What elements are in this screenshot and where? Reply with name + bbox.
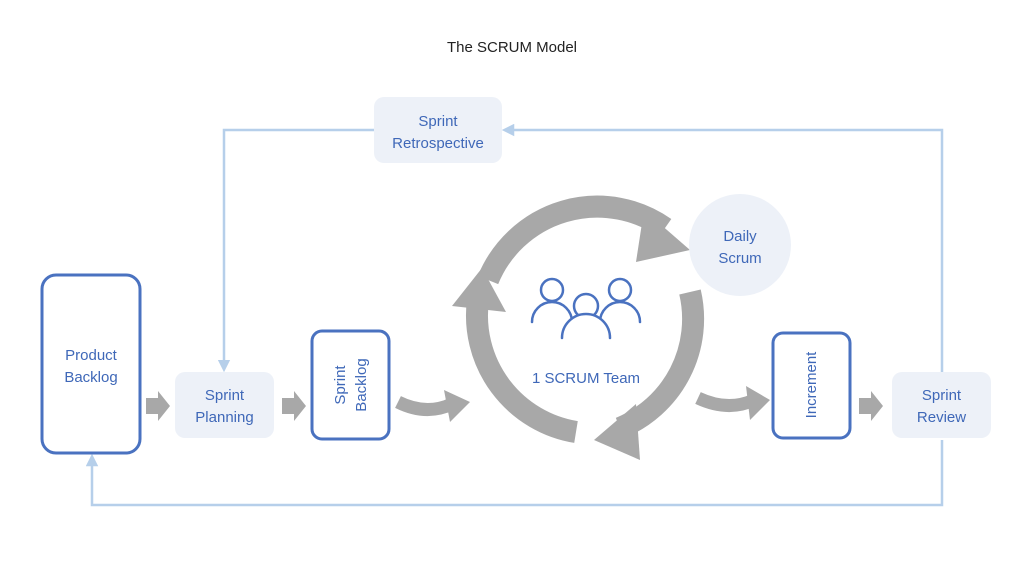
product-backlog-label-line2: Backlog [64,369,117,386]
sprint-planning-label-line2: Planning [195,409,253,426]
sprint-review-label-line1: Sprint [922,387,962,404]
sprint-retrospective-label-line2: Retrospective [392,135,484,152]
cycle-arrows-icon [452,195,705,460]
sprint-planning-node: Sprint Planning [175,372,274,438]
review-to-retrospective-line [501,123,944,372]
sprint-backlog-node: Sprint Backlog [310,329,391,441]
scrum-team-label: 1 SCRUM Team [532,370,640,387]
product-backlog-label-line1: Product [65,347,118,364]
sprint-retrospective-node: Sprint Retrospective [374,97,502,163]
team-icon [530,277,642,340]
daily-scrum-label-line1: Daily [723,228,757,245]
product-backlog-node: Product Backlog [40,273,142,455]
arrow-cycle-to-increment [695,386,770,420]
sprint-review-label-line2: Review [917,409,966,426]
sprint-backlog-label-line2: Backlog [353,358,370,411]
sprint-backlog-label-line1: Sprint [332,365,349,405]
sprint-retrospective-label-line1: Sprint [418,113,458,130]
increment-label: Increment [803,351,820,419]
arrow-planning-to-sprint-backlog [282,391,306,421]
increment-node: Increment [771,331,852,440]
sprint-review-node: Sprint Review [892,372,991,438]
review-to-product-backlog-line [85,440,944,507]
daily-scrum-label-line2: Scrum [718,250,761,267]
arrow-sprint-backlog-to-cycle [395,390,470,422]
retrospective-to-planning-line [217,128,374,373]
daily-scrum-node: Daily Scrum [689,194,791,296]
arrow-backlog-to-planning [146,391,170,421]
sprint-planning-label-line1: Sprint [205,387,245,404]
arrow-increment-to-review [859,391,883,421]
feedback-loops [85,123,944,507]
diagram-title: The SCRUM Model [447,39,577,56]
